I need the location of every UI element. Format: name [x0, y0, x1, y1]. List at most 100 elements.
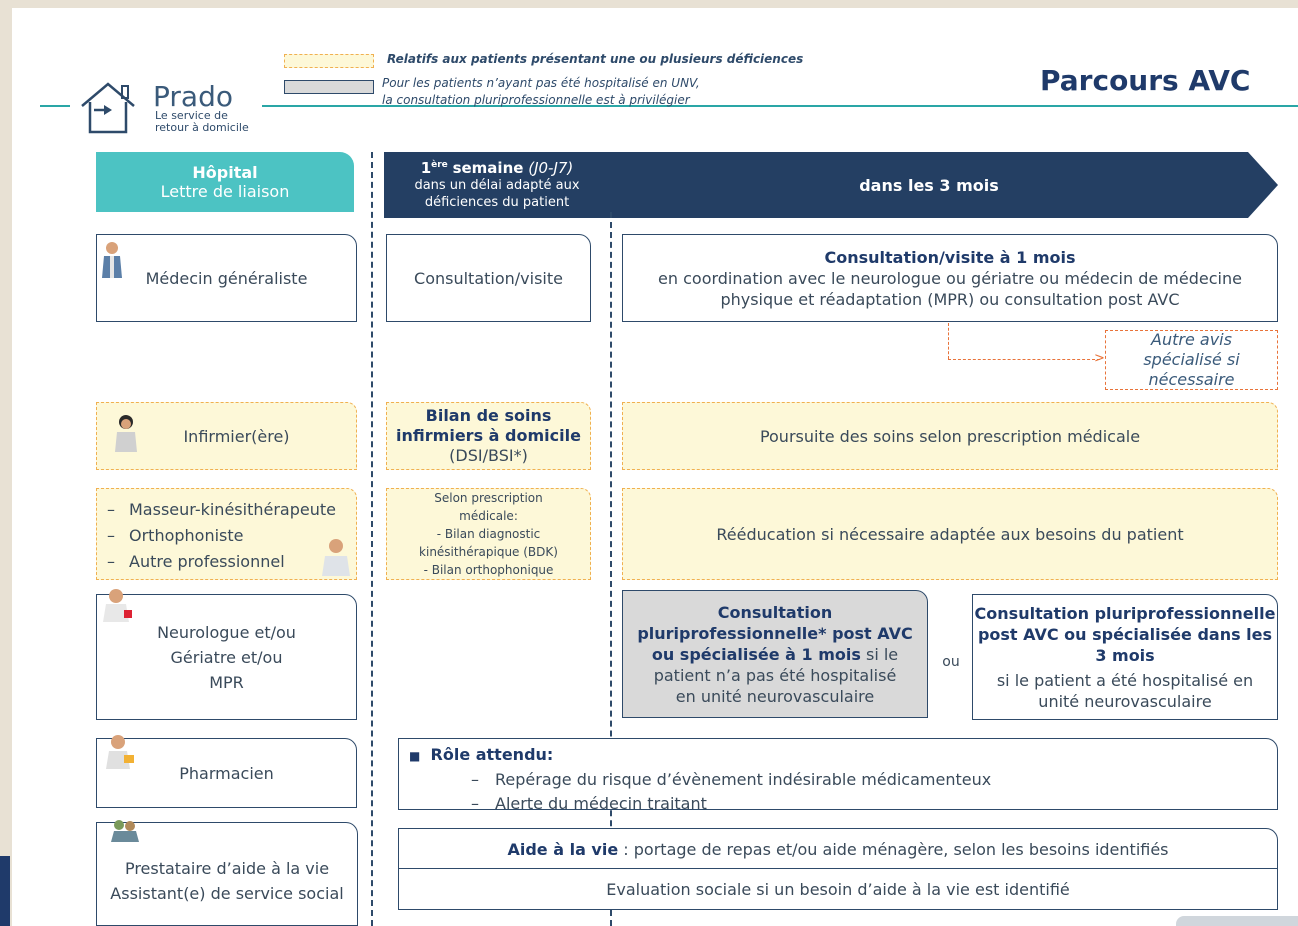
legend-grey-text-2: la consultation pluriprofessionnelle est…: [382, 93, 690, 107]
other-line-3: nécessaire: [1148, 370, 1235, 389]
pharma-box: ■ Rôle attendu: –Repérage du risque d’év…: [398, 738, 1278, 813]
inf-month-box: Poursuite des soins selon prescription m…: [622, 402, 1278, 470]
right-line-3: 3 mois: [1095, 645, 1155, 665]
grey-line-1: Consultation: [717, 602, 833, 622]
grey-line-4: patient n’a pas été hospitalisé: [653, 665, 897, 685]
neuro-role-3: MPR: [209, 672, 244, 692]
inf-week-1: Bilan de soins: [425, 406, 552, 425]
week-num: 1: [420, 159, 432, 177]
kine-item-3: –Autre professionnel: [107, 552, 285, 571]
aide-role-1: Prestataire d’aide à la vie: [124, 859, 330, 878]
mg-week-consultation: Consultation/visite: [386, 234, 591, 322]
role-kine: –Masseur-kinésithérapeute –Orthophoniste…: [96, 488, 357, 580]
legend-yellow-text: Relatifs aux patients présentant une ou …: [387, 52, 804, 66]
or-label: ou: [942, 654, 960, 670]
grey-line-5: en unité neurovasculaire: [675, 686, 875, 706]
kine-month-box: Rééducation si nécessaire adaptée aux be…: [622, 488, 1278, 580]
role-pharmacien: Pharmacien: [96, 738, 357, 808]
grey-line-2: pluriprofessionnelle* post AVC: [637, 623, 913, 643]
kine-week-4: kinésithérapique (BDK): [419, 545, 558, 559]
aide-line-2-box: Evaluation sociale si un besoin d’aide à…: [398, 868, 1278, 910]
specialist-icon: [103, 589, 132, 622]
kine-week-5: - Bilan orthophonique: [423, 563, 554, 577]
role-medecin-generaliste: Médecin généraliste: [96, 234, 357, 322]
inf-month-label: Poursuite des soins selon prescription m…: [759, 426, 1141, 446]
neuro-right-box: Consultation pluriprofessionnelle post A…: [972, 594, 1278, 720]
role-label: Infirmier(ère): [183, 426, 290, 446]
left-accent: [0, 856, 10, 926]
legend-grey-text-1: Pour les patients n’ayant pas été hospit…: [382, 76, 700, 90]
house-logo-icon: [81, 82, 135, 134]
other-advice-box: Autre avis spécialisé si nécessaire: [1105, 330, 1278, 390]
kine-week-2: médicale:: [459, 509, 518, 523]
bottom-right-accent: [1176, 916, 1298, 926]
nurse-icon: [115, 415, 137, 452]
neuro-grey-box: Consultation pluriprofessionnelle* post …: [622, 590, 928, 718]
mg-month-title: Consultation/visite à 1 mois: [824, 247, 1076, 267]
mg-month-line-1: en coordination avec le neurologue ou gé…: [658, 268, 1242, 288]
week-sup: ère: [431, 160, 448, 170]
pharma-item-2: Alerte du médecin traitant: [495, 794, 707, 813]
separator-left: [371, 152, 373, 926]
hopital-header: Hôpital Lettre de liaison: [96, 152, 354, 212]
other-line-1: Autre avis: [1151, 330, 1232, 349]
right-line-5: unité neurovasculaire: [1038, 691, 1212, 711]
header-rule: [40, 105, 70, 107]
right-line-2: post AVC ou spécialisée dans les: [977, 624, 1273, 644]
bullet-icon: ■: [409, 749, 421, 763]
aide-role-2: Assistant(e) de service social: [110, 884, 344, 903]
inf-week-2: infirmiers à domicile: [396, 426, 581, 445]
other-advice-connector: [948, 323, 950, 359]
other-advice-connector-h: [948, 359, 1100, 360]
kine-week-1: Selon prescription: [434, 491, 543, 505]
week-line-3: déficiences du patient: [424, 195, 570, 210]
social-worker-icon: [111, 820, 139, 842]
kine-week-box: Selon prescription médicale: - Bilan dia…: [386, 488, 591, 580]
week-line-2: dans un délai adapté aux: [414, 178, 580, 193]
mg-month-consultation: Consultation/visite à 1 mois en coordina…: [622, 234, 1278, 322]
legend-yellow-swatch: [284, 54, 374, 68]
arrow-right-icon: >: [1094, 351, 1105, 366]
aide-line-1-box: Aide à la vie : portage de repas et/ou a…: [398, 828, 1278, 870]
week-italic: (J0-J7): [528, 159, 574, 177]
grey-line-3-bold: ou spécialisée à 1 mois: [651, 644, 861, 664]
inf-week-3: (DSI/BSI*): [449, 446, 528, 465]
grey-line-3: si le: [860, 644, 899, 664]
hopital-sub: Lettre de liaison: [160, 182, 290, 201]
doctor-icon: [102, 242, 122, 278]
aide-line-2: Evaluation sociale si un besoin d’aide à…: [606, 879, 1070, 899]
role-label: Pharmacien: [179, 763, 274, 783]
neuro-role-1: Neurologue et/ou: [157, 622, 296, 642]
role-neurologue: Neurologue et/ou Gériatre et/ou MPR: [96, 594, 357, 720]
inf-week-box: Bilan de soins infirmiers à domicile (DS…: [386, 402, 591, 470]
aide-line-1: : portage de repas et/ou aide ménagère, …: [618, 839, 1169, 859]
week-bold: semaine: [452, 159, 524, 177]
right-line-1: Consultation pluriprofessionnelle: [974, 603, 1276, 623]
timeline-arrow: [384, 152, 1278, 218]
neuro-role-2: Gériatre et/ou: [170, 647, 283, 667]
aide-line-1-bold: Aide à la vie: [507, 839, 619, 859]
legend-grey-swatch: [284, 80, 374, 94]
kine-item-2: –Orthophoniste: [107, 526, 244, 545]
logo-sub-1: Le service de: [155, 109, 228, 122]
kine-month-label: Rééducation si nécessaire adaptée aux be…: [716, 524, 1184, 544]
role-label: Médecin généraliste: [145, 268, 308, 288]
mg-week-label: Consultation/visite: [414, 268, 563, 288]
mg-month-line-2: physique et réadaptation (MPR) ou consul…: [720, 289, 1180, 309]
kine-week-3: - Bilan diagnostic: [436, 527, 541, 541]
role-infirmier: Infirmier(ère): [96, 402, 357, 470]
separator-mid: [610, 212, 612, 926]
kine-item-1: –Masseur-kinésithérapeute: [107, 500, 336, 519]
right-line-4: si le patient a été hospitalisé en: [996, 670, 1254, 690]
header-rule-right: [262, 105, 1298, 107]
therapist-icon: [322, 539, 350, 576]
role-aide: Prestataire d’aide à la vie Assistant(e)…: [96, 822, 358, 926]
page-title: Parcours AVC: [1040, 64, 1251, 97]
pharmacist-icon: [106, 735, 134, 769]
logo-name: Prado: [153, 80, 233, 113]
months-header: dans les 3 mois: [859, 175, 999, 195]
pharma-bullet: Rôle attendu:: [430, 745, 554, 764]
logo-sub-2: retour à domicile: [155, 121, 249, 134]
other-line-2: spécialisé si: [1143, 350, 1240, 369]
hopital-title: Hôpital: [192, 163, 258, 182]
